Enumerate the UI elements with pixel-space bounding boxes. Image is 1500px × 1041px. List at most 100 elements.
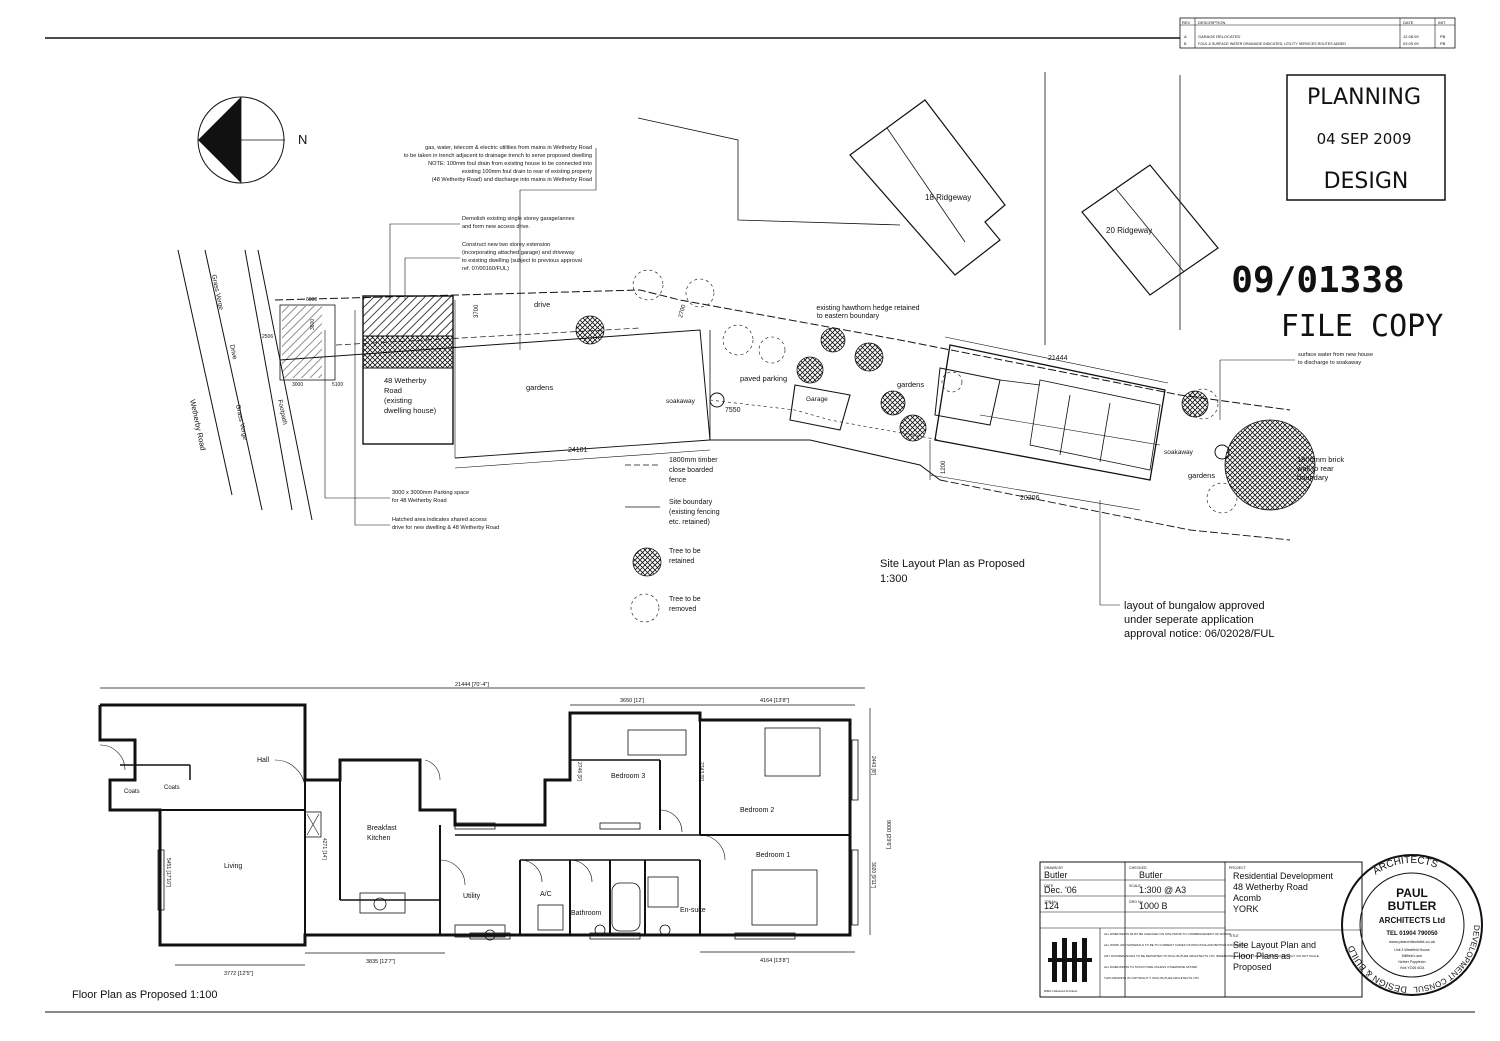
riba-logo-icon [1048, 938, 1092, 982]
site-notes: gas, water, telecom & electric utilities… [392, 145, 1373, 531]
dim-3835: 3835 [12'7"] [366, 959, 395, 965]
dim-5100: 5100 [332, 382, 343, 388]
note-construct-1: Construct new two storey extension [462, 242, 550, 248]
label-paved-parking: paved parking [740, 374, 787, 383]
label-gardens-1: gardens [526, 383, 553, 392]
label-existing-house-3: (existing [384, 396, 412, 405]
project-line-3: Acomb [1233, 893, 1261, 903]
planning-stamp: PLANNING 04 SEP 2009 DESIGN [1286, 74, 1446, 201]
note-construct-3: to existing dwelling (subject to previou… [462, 258, 582, 264]
label-gardens-2: gardens [897, 380, 924, 389]
note-bungalow-3: approval notice: 06/02028/FUL [1124, 628, 1274, 640]
room-hall: Hall [257, 757, 270, 764]
dim-3772: 3772 [12'5"] [224, 971, 253, 977]
firm-name-1: PAUL [1396, 886, 1428, 900]
firm-address-1: Unit 3 Westfield House [1394, 948, 1430, 952]
room-breakfast: Breakfast [367, 825, 397, 832]
dim-7550: 7550 [725, 407, 741, 414]
note-hedge-2: to eastern boundary [817, 313, 880, 320]
label-existing-house-4: dwelling house) [384, 406, 437, 415]
legend-removed-2: removed [669, 606, 696, 613]
label-drawn-by: DRAWN BY [1044, 866, 1064, 870]
dim-2506: 2506 [262, 334, 273, 340]
dim-v2443: 2443 [8'] [870, 756, 876, 776]
note-utilities-4: existing 100mm foul drain to rear of exi… [462, 169, 592, 175]
firm-address-3: Nether Poppleton [1398, 960, 1425, 964]
room-bedroom-3: Bedroom 3 [611, 773, 645, 780]
legend-boundary-2: (existing fencing [669, 509, 720, 516]
block-note-1: ALL DIMENSIONS MUST BE CHECKED ON SITE P… [1104, 932, 1231, 936]
dim-v3020: 3020 [9'11"] [870, 862, 876, 889]
stamp-planning: PLANNING [1307, 85, 1421, 110]
label-grass-verge-2: Grass Verge [234, 404, 248, 441]
firm-name-2: BUTLER [1388, 899, 1437, 913]
note-utilities-1: gas, water, telecom & electric utilities… [425, 145, 592, 151]
firm-address-4: York YO26 6GA [1400, 966, 1425, 970]
legend-fence-1: 1800mm timber [669, 457, 718, 464]
dim-4164-top: 4164 [13'8"] [760, 698, 789, 704]
dim-1200: 1200 [941, 460, 947, 474]
block-note-4: ALL DIMENSIONS TO STRUCTURE UNLESS OTHER… [1104, 965, 1198, 969]
firm-web: www.pbarchitectsltd.co.uk [1389, 939, 1435, 944]
legend-removed-1: Tree to be [669, 596, 701, 603]
dim-24101: 24101 [568, 447, 588, 454]
proposed-extension [362, 295, 454, 337]
note-hatched-2: drive for new dwelling & 48 Wetherby Roa… [392, 525, 499, 531]
drawing-date: Dec. '06 [1044, 885, 1077, 895]
label-grass-verge-1: Grass Verge [210, 274, 224, 311]
title-line-2: Floor Plans as [1233, 951, 1291, 961]
label-18-ridgeway: 18 Ridgeway [925, 193, 971, 202]
rev-b-date: 03.09.09 [1403, 41, 1419, 46]
label-title: TITLE [1229, 934, 1239, 938]
label-date: DATE [1044, 884, 1054, 888]
note-demolish-1: Demolish existing single storey garage/a… [462, 216, 575, 222]
shared-access-hatch [362, 335, 454, 369]
drawing-scale: 1:300 @ A3 [1139, 885, 1186, 895]
dim-v2746: 2746 [9'] [576, 762, 582, 782]
label-soakaway-1: soakaway [666, 398, 696, 405]
label-soakaway-2: soakaway [1164, 449, 1194, 456]
note-wall-1: 1800mm brick [1297, 455, 1344, 464]
legend-fence-2: close boarded [669, 467, 713, 474]
label-garage: Garage [806, 396, 828, 403]
room-bedroom-2: Bedroom 2 [740, 807, 774, 814]
checked-by: Butler [1139, 870, 1163, 880]
firm-address-2: Millfield Lane [1402, 954, 1422, 958]
rev-a-date: 12.08.09 [1403, 34, 1419, 39]
label-job: JOB No. [1044, 900, 1058, 904]
floor-plan-labels: Hall Coats Coats Living Breakfast Kitche… [124, 682, 891, 977]
note-bungalow-2: under seperate application [1124, 614, 1254, 626]
label-existing-house-1: 48 Wetherby [384, 376, 427, 385]
label-project: PROJECT [1229, 866, 1247, 870]
dim-3700: 3700 [474, 304, 480, 318]
note-construct-4: ref. 07/00160/FUL) [462, 266, 509, 272]
rev-b: B [1184, 42, 1187, 46]
site-plan-scale: 1:300 [880, 573, 908, 585]
stamp-design: DESIGN [1324, 169, 1409, 194]
dim-v9000: 9000 [29'6"] [885, 820, 891, 849]
label-drg: DRG No. [1129, 900, 1144, 904]
note-bungalow-1: layout of bungalow approved [1124, 600, 1265, 612]
revision-table: REV DESCRIPTION DATE INIT A GARAGE RELOC… [1179, 17, 1456, 49]
dim-4164-bottom: 4164 [13'8"] [760, 958, 789, 964]
block-note-3: ANY DISCREPANCIES TO BE REPORTED TO PAUL… [1104, 954, 1319, 958]
rev-a-desc: GARAGE RELOCATED [1198, 34, 1240, 39]
site-plan [177, 72, 1291, 541]
north-arrow-icon: N [197, 96, 307, 184]
project-line-2: 48 Wetherby Road [1233, 882, 1308, 892]
rev-header: REV [1182, 20, 1191, 25]
label-20-ridgeway: 20 Ridgeway [1106, 226, 1152, 235]
label-gardens-3: gardens [1188, 471, 1215, 480]
legend-fence-3: fence [669, 477, 686, 484]
room-coats-2: Coats [164, 785, 180, 791]
dim-21444-site: 21444 [1048, 355, 1068, 362]
dim-v4271: 4271 [14'] [321, 838, 327, 860]
note-utilities-3: NOTE: 100mm foul drain from existing hou… [428, 161, 592, 167]
parking-space-hatch [282, 306, 322, 378]
note-hatched-1: Hatched area indicates shared access [392, 517, 487, 523]
block-note-2: ALL WORK AND MATERIALS TO BE TO CURRENT … [1104, 943, 1245, 947]
init-header: INIT [1438, 20, 1446, 25]
label-footpath: Footpath [276, 399, 288, 426]
note-leaders [324, 148, 1295, 606]
file-copy-stamp: FILE COPY [1281, 309, 1444, 344]
